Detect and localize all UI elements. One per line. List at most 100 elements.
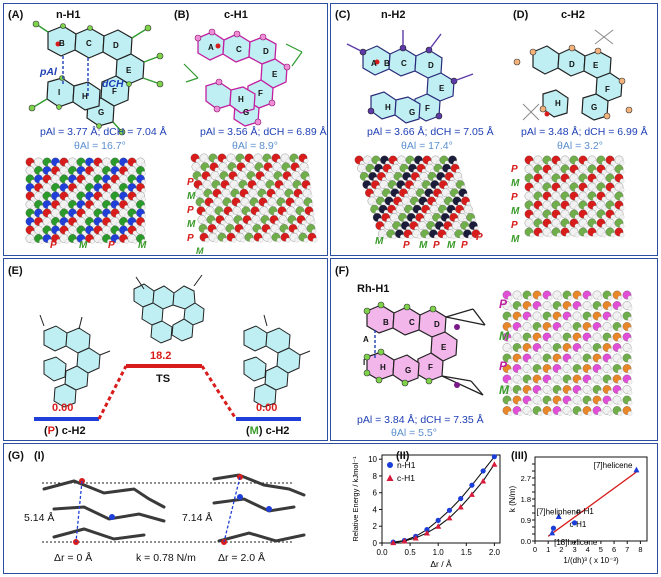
packing-hydrogen xyxy=(565,223,571,229)
point-[7]heliphene xyxy=(555,513,562,519)
pm-c-2: M xyxy=(419,240,428,251)
packing-hydrogen xyxy=(547,232,553,238)
packing-hydrogen xyxy=(64,205,70,210)
packing-hydrogen xyxy=(556,205,562,211)
theta-n-h1: θAl = 16.7° xyxy=(74,140,126,152)
packing-hydrogen xyxy=(213,237,219,243)
packing-hydrogen xyxy=(601,232,607,238)
svg-text:D: D xyxy=(263,47,269,56)
right-chirality: M xyxy=(249,425,259,437)
packing-hydrogen xyxy=(619,232,625,238)
packing-hydrogen xyxy=(547,205,553,211)
packing-hydrogen xyxy=(507,327,513,332)
pm-a-3: M xyxy=(138,240,147,251)
packing-hydrogen xyxy=(610,169,616,175)
packing-hydrogen xyxy=(30,222,36,227)
x-tick-label: 5 xyxy=(599,545,603,554)
svg-text:D: D xyxy=(113,41,119,50)
packing-hydrogen xyxy=(30,205,36,210)
svg-text:E: E xyxy=(126,66,132,75)
packing-hydrogen xyxy=(47,222,53,227)
packing-hydrogen xyxy=(527,337,533,343)
packing-hydrogen xyxy=(73,196,78,202)
pm-c-4: M xyxy=(447,240,456,251)
packing-hydrogen xyxy=(98,179,104,185)
packing-hydrogen xyxy=(556,160,562,166)
packing-hydrogen xyxy=(565,169,571,175)
packing-hydrogen xyxy=(587,358,593,364)
packing-hydrogen xyxy=(597,390,603,395)
pm-b-5: M xyxy=(196,246,204,256)
packing-hydrogen xyxy=(577,295,583,301)
packing-hydrogen xyxy=(124,171,129,176)
packing-hydrogen xyxy=(56,179,61,185)
plot-frame xyxy=(381,454,501,544)
packing-hydrogen xyxy=(507,295,513,301)
packing-hydrogen xyxy=(56,230,61,236)
packing-hydrogen xyxy=(537,369,543,374)
packing-hydrogen xyxy=(557,400,563,406)
packing-hydrogen xyxy=(557,306,563,311)
packing-hydrogen xyxy=(617,390,623,395)
energy-left: 0.00 xyxy=(52,402,74,414)
svg-text:A: A xyxy=(363,335,369,344)
packing-hydrogen xyxy=(529,196,535,202)
packing-hydrogen xyxy=(601,169,607,175)
y-tick-label: 0.9 xyxy=(521,516,531,525)
point-c-H1 xyxy=(550,525,557,531)
packing-hydrogen xyxy=(574,169,580,175)
packing-hydrogen xyxy=(64,179,70,185)
packing-hydrogen xyxy=(507,390,513,395)
packing-hydrogen xyxy=(98,171,104,176)
packing-hydrogen xyxy=(81,188,87,193)
legend-marker-c-H1 xyxy=(386,474,394,481)
point-n-H1 xyxy=(435,517,441,523)
packing-hydrogen xyxy=(47,230,53,236)
packing-hydrogen xyxy=(607,337,613,343)
packing-hydrogen xyxy=(141,162,146,168)
packing-hydrogen xyxy=(537,337,543,343)
packing-hydrogen xyxy=(565,205,571,211)
packing-hydrogen xyxy=(527,411,533,416)
packing-hydrogen xyxy=(56,213,61,219)
packing-hydrogen xyxy=(115,213,121,219)
packing-hydrogen xyxy=(583,187,589,193)
packing-hydrogen xyxy=(627,295,633,301)
packing-hydrogen xyxy=(537,358,543,364)
packing-hydrogen xyxy=(98,230,104,236)
packing-hydrogen xyxy=(597,316,603,322)
packing-hydrogen xyxy=(527,295,533,301)
packing-hydrogen xyxy=(601,160,607,166)
packing-rh-h1 xyxy=(502,290,633,416)
svg-text:B: B xyxy=(59,39,65,48)
packing-hydrogen xyxy=(73,179,78,185)
packing-hydrogen xyxy=(587,306,593,311)
packing-hydrogen xyxy=(565,160,571,166)
packing-hydrogen xyxy=(597,411,603,416)
packing-hydrogen xyxy=(124,213,129,219)
packing-hydrogen xyxy=(124,239,129,244)
point-c-H1 xyxy=(480,477,487,484)
metric-n-h2: pAl = 3.66 Å; dCH = 7.05 Å xyxy=(367,126,494,138)
packing-hydrogen xyxy=(607,306,613,311)
point-c-H1 xyxy=(401,537,408,544)
packing-hydrogen xyxy=(107,179,112,185)
packing-hydrogen xyxy=(90,196,95,202)
packing-hydrogen xyxy=(30,188,36,193)
packing-hydrogen xyxy=(30,179,36,185)
stretching-structures xyxy=(42,473,306,545)
legend-marker-n-H1 xyxy=(387,462,393,468)
packing-hydrogen xyxy=(56,162,61,168)
svg-text:D: D xyxy=(428,61,434,70)
packing-hydrogen xyxy=(231,237,237,243)
packing-hydrogen xyxy=(574,196,580,202)
packing-hydrogen xyxy=(617,327,623,332)
packing-hydrogen xyxy=(567,411,573,416)
packing-hydrogen xyxy=(587,327,593,332)
packing-hydrogen xyxy=(507,369,513,374)
packing-hydrogen xyxy=(577,348,583,353)
x-tick-label: 1.0 xyxy=(433,548,445,557)
packing-hydrogen xyxy=(98,222,104,227)
packing-hydrogen xyxy=(98,205,104,210)
